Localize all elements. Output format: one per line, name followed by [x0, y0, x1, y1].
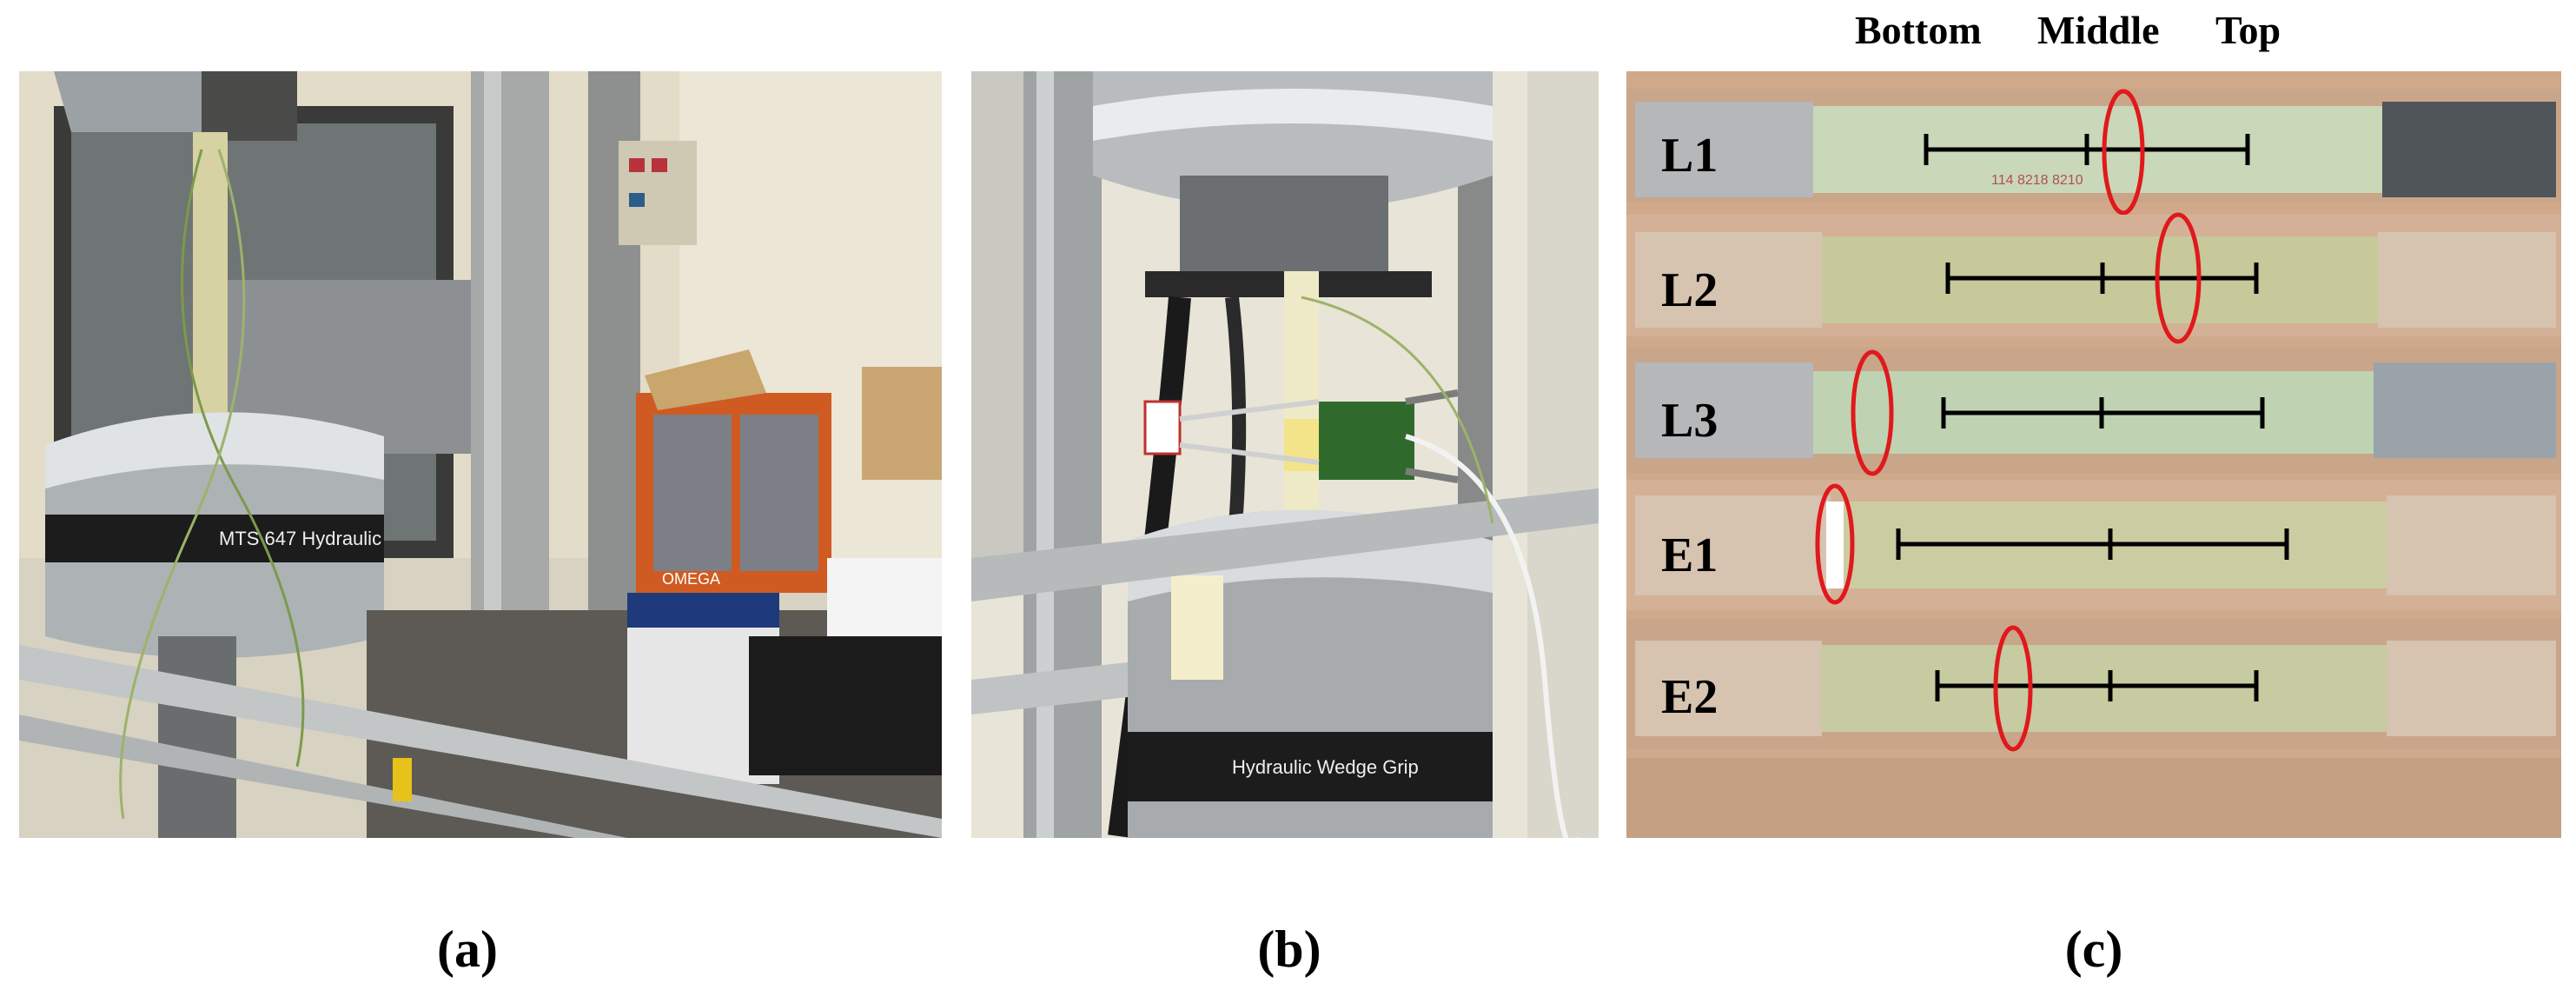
photo-extensometer-closeup: Hydraulic Wedge Grip	[971, 71, 1599, 838]
header-top-label: Top	[2215, 8, 2281, 52]
specimen-row-l2: L2	[1626, 212, 2561, 344]
specimen-label-l3: L3	[1661, 394, 1718, 448]
specimen-row-l1: L1 114 8218 8210	[1626, 89, 2561, 216]
photo-test-setup-overview: MTS 647 Hydraulic OMEGA	[19, 71, 942, 838]
box-label-text: OMEGA	[662, 570, 720, 588]
photo-failed-specimens: L1 114 8218 8210 L2	[1626, 71, 2561, 838]
specimen-label-l2: L2	[1661, 263, 1718, 317]
header-bottom-label: Bottom	[1855, 8, 1982, 52]
specimen-label-e2: E2	[1661, 670, 1718, 724]
specimen-label-l1: L1	[1661, 129, 1718, 183]
specimen-row-l3: L3	[1626, 348, 2561, 476]
specimen-label-e1: E1	[1661, 528, 1718, 582]
caption-b: (b)	[1257, 921, 1321, 978]
header-middle-label: Middle	[2037, 8, 2160, 52]
caption-c: (c)	[2064, 921, 2123, 978]
specimen-row-e2: E2	[1626, 619, 2561, 752]
specimen-row-e1: E1	[1626, 480, 2561, 610]
grip-band-text-a: MTS 647 Hydraulic	[219, 528, 381, 549]
caption-a: (a)	[437, 921, 498, 978]
specimen-marks: 114 8218 8210	[1991, 173, 2083, 188]
grip-band-text-b: Hydraulic Wedge Grip	[1232, 756, 1419, 778]
